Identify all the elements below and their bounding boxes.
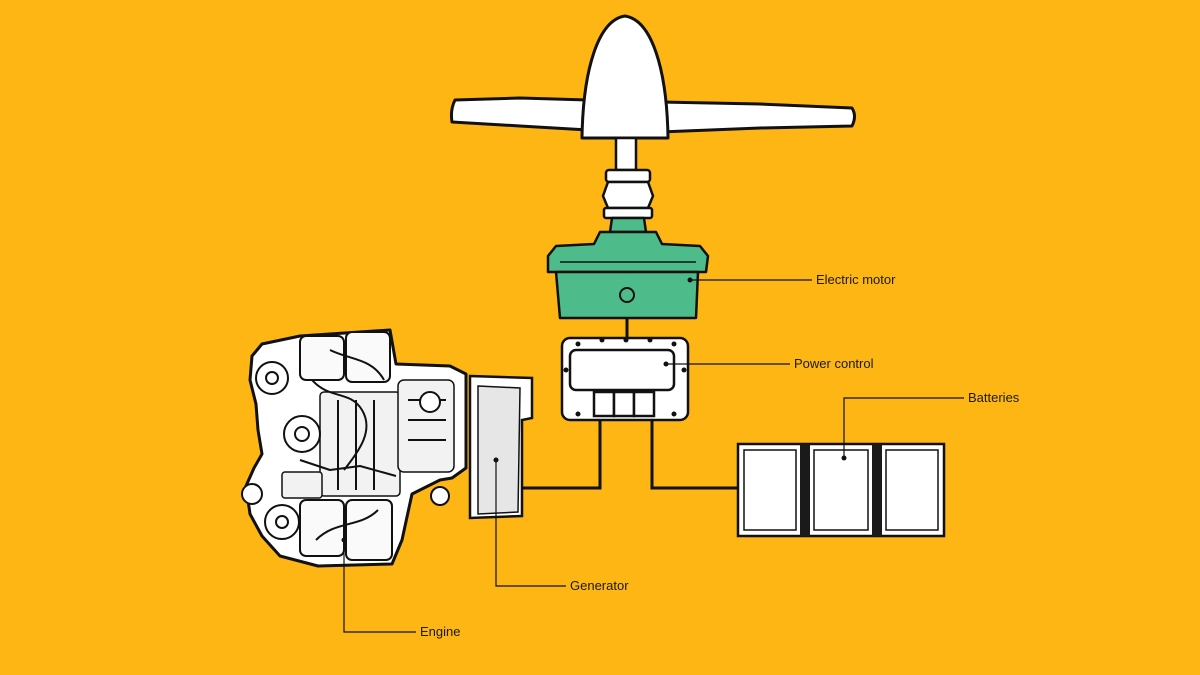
electric-motor — [546, 216, 710, 320]
wire-power-to-generator — [520, 420, 602, 490]
leader-engine — [343, 540, 416, 633]
battery-cell-3 — [885, 449, 939, 531]
engine-accessory — [419, 391, 441, 413]
power-control-connector-2 — [612, 390, 636, 418]
wire-power-to-batteries — [650, 420, 740, 490]
battery-cell-2 — [813, 449, 869, 531]
motor-body — [554, 270, 700, 320]
engine-cylinder-heads — [299, 331, 393, 561]
label-engine: Engine — [420, 624, 460, 639]
power-control-panel — [568, 348, 676, 392]
battery-divider-1 — [800, 444, 810, 536]
label-power-control: Power control — [794, 356, 874, 371]
battery-cell-1 — [743, 449, 797, 531]
motor-top-hub — [608, 216, 648, 234]
power-control — [560, 336, 690, 422]
coupling-top — [604, 168, 652, 184]
propeller-blade-right — [658, 100, 856, 134]
engine-pipes — [299, 349, 446, 541]
battery-divider-2 — [872, 444, 882, 536]
engine-pulleys — [241, 361, 450, 540]
label-batteries: Batteries — [968, 390, 1020, 405]
wiring — [520, 318, 740, 490]
generator-face — [477, 385, 521, 515]
generator — [468, 374, 534, 520]
motor-port — [619, 287, 635, 303]
power-control-connector-1 — [592, 390, 616, 418]
propeller-blade-left — [449, 96, 590, 132]
leader-lines — [343, 279, 964, 633]
label-electric-motor: Electric motor — [816, 272, 896, 287]
power-control-bolts — [563, 337, 687, 417]
coupling-body — [601, 180, 655, 210]
leader-dots — [341, 277, 847, 543]
propeller-shaft — [601, 136, 655, 220]
label-generator: Generator — [570, 578, 629, 593]
leader-batteries — [843, 397, 964, 458]
shaft-upper — [614, 136, 638, 172]
batteries — [736, 442, 946, 538]
power-control-connector-3 — [632, 390, 656, 418]
engine — [241, 328, 468, 568]
leader-generator — [495, 460, 566, 587]
coupling-lower — [602, 206, 654, 220]
